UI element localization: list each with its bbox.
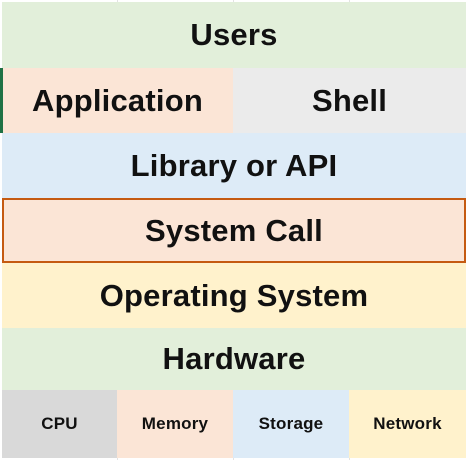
shell-label: Shell [311, 82, 388, 118]
network-component: Network [349, 390, 466, 458]
storage-label: Storage [258, 414, 324, 433]
operating-system-layer: Operating System [2, 263, 466, 328]
network-label: Network [373, 414, 442, 433]
operating-system-label: Operating System [99, 277, 369, 313]
application-layer: Application [2, 68, 233, 133]
hardware-label: Hardware [162, 341, 306, 376]
users-label: Users [190, 17, 278, 52]
cpu-label: CPU [41, 414, 78, 433]
cpu-component: CPU [2, 390, 117, 458]
library-layer: Library or API [2, 133, 466, 198]
hardware-layer: Hardware [2, 328, 466, 390]
system-call-layer: System Call [2, 198, 466, 263]
cell-selection-indicator [0, 68, 3, 133]
system-call-label: System Call [145, 212, 323, 248]
storage-component: Storage [233, 390, 349, 458]
library-label: Library or API [130, 147, 338, 183]
memory-component: Memory [117, 390, 233, 458]
users-layer: Users [2, 2, 466, 68]
shell-layer: Shell [233, 68, 466, 133]
application-label: Application [32, 82, 203, 118]
memory-label: Memory [141, 414, 209, 433]
